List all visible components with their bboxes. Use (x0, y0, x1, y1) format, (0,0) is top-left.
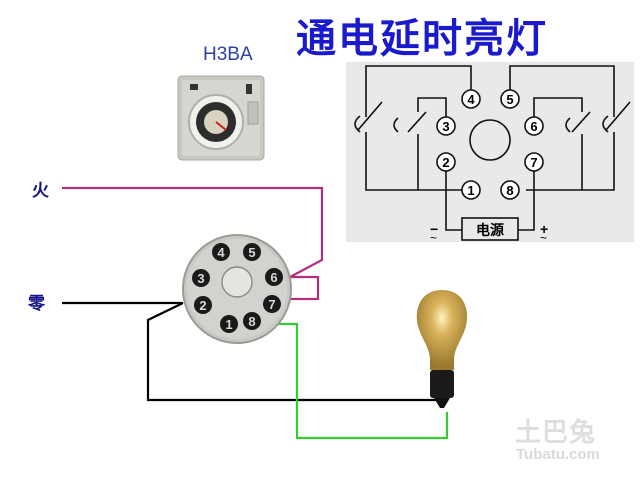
neutral-label: 零 (28, 294, 45, 314)
live-label: 火 (32, 181, 49, 201)
svg-text:~: ~ (430, 231, 437, 242)
schematic-pins: 4 5 3 6 2 7 1 8 (436, 89, 544, 200)
svg-text:5: 5 (506, 92, 513, 107)
svg-text:电源: 电源 (476, 222, 504, 238)
svg-text:1: 1 (225, 317, 232, 332)
schematic-drawing: 4 5 3 6 2 7 1 8 电源 − ~ + ~ (354, 65, 631, 242)
svg-text:2: 2 (442, 155, 449, 170)
svg-text:3: 3 (197, 271, 204, 286)
svg-text:−: − (430, 221, 438, 237)
svg-text:3: 3 (442, 119, 449, 134)
relay-socket: 4 5 3 6 2 7 1 8 (182, 234, 292, 344)
svg-text:7: 7 (530, 155, 537, 170)
svg-text:2: 2 (199, 298, 206, 313)
timer-relay-image (177, 75, 265, 161)
svg-text:5: 5 (248, 245, 255, 260)
relay-model-label: H3BA (203, 44, 253, 65)
diagram-title: 通电延时亮灯 (296, 15, 548, 62)
svg-text:4: 4 (217, 245, 225, 260)
live-wire (62, 186, 324, 301)
svg-text:6: 6 (530, 119, 537, 134)
svg-text:~: ~ (540, 231, 547, 242)
schematic-panel (346, 62, 634, 242)
watermark-cn: 土巴兔 (515, 418, 597, 448)
neutral-wire (62, 301, 438, 402)
svg-text:6: 6 (270, 270, 277, 285)
svg-text:4: 4 (467, 92, 475, 107)
load-wire (278, 322, 449, 440)
svg-text:8: 8 (248, 314, 255, 329)
svg-text:+: + (540, 221, 548, 237)
light-bulb (416, 290, 468, 408)
svg-text:7: 7 (268, 297, 275, 312)
watermark-en: Tubatu.com (516, 446, 600, 463)
svg-text:1: 1 (467, 183, 474, 198)
svg-text:8: 8 (506, 183, 513, 198)
